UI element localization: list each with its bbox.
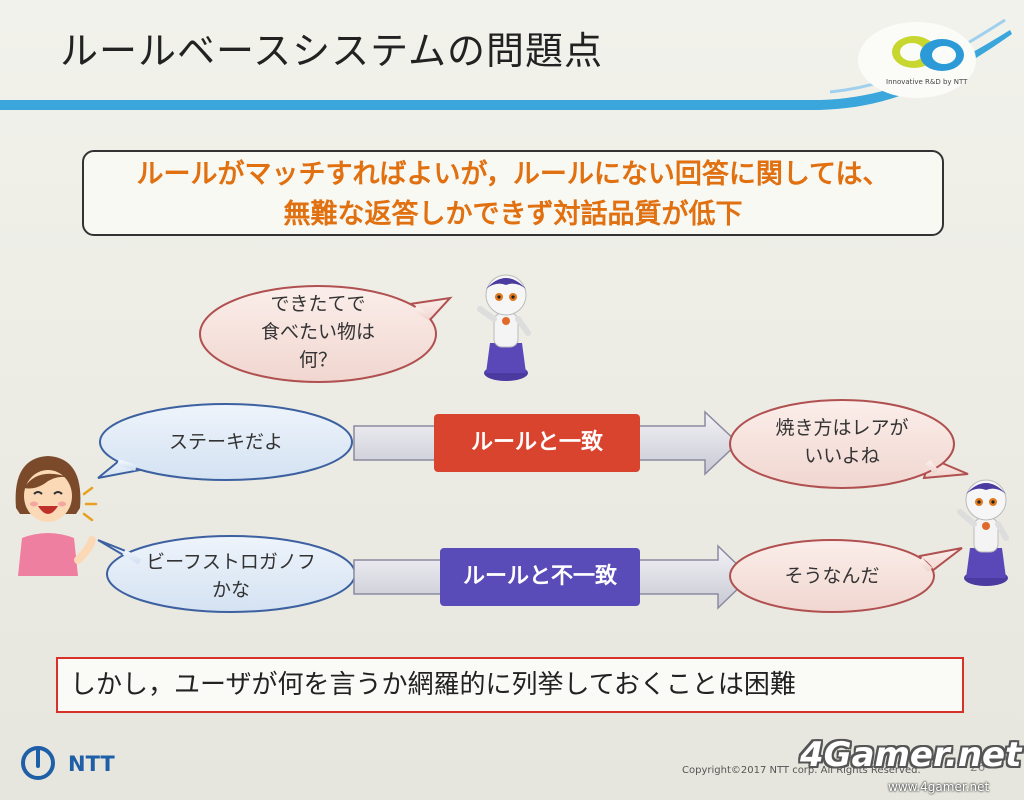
problem-line-2: 無難な返答しかできず対話品質が低下 bbox=[283, 199, 743, 230]
user-answer-1-text: ステーキだよ bbox=[168, 431, 283, 453]
user-answer-2-text: ビーフストロガノフ かな bbox=[140, 548, 322, 604]
user-answer-2-line-1: ビーフストロガノフ bbox=[146, 551, 316, 573]
problem-statement-box: ルールがマッチすればよいが，ルールにない回答に関しては、 無難な返答しかできず対… bbox=[82, 150, 944, 236]
robot-reply-1-line-1: 焼き方はレアが bbox=[775, 417, 909, 439]
user-answer-2-line-2: かな bbox=[211, 579, 250, 601]
rule-match-label: ルールと一致 bbox=[434, 414, 640, 472]
problem-line-1: ルールがマッチすればよいが，ルールにない回答に関しては、 bbox=[136, 159, 890, 190]
robot-question-line-3: 何？ bbox=[298, 349, 337, 371]
ntt-brand-text: NTT bbox=[68, 752, 115, 776]
copyright-text: Copyright©2017 NTT corp. All Rights Rese… bbox=[682, 765, 921, 776]
watermark-logo: 4Gamer.net bbox=[800, 735, 1022, 775]
rule-mismatch-label: ルールと不一致 bbox=[440, 548, 640, 606]
watermark-url: www.4gamer.net bbox=[888, 780, 990, 794]
conclusion-box: しかし，ユーザが何を言うか網羅的に列挙しておくことは困難 bbox=[56, 657, 964, 713]
page-number: 26 bbox=[970, 760, 986, 774]
robot-reply-2-text: そうなんだ bbox=[784, 565, 880, 587]
logo-badge bbox=[858, 22, 976, 98]
robot-question-text: できたてで 食べたい物は 何？ bbox=[240, 290, 396, 374]
slide-title: ルールベースシステムの問題点 bbox=[60, 29, 603, 73]
robot-reply-1-text: 焼き方はレアが いいよね bbox=[760, 414, 924, 470]
logo-caption: Innovative R&D by NTT bbox=[886, 78, 968, 86]
robot-question-line-2: 食べたい物は bbox=[260, 321, 375, 343]
robot-question-line-1: できたてで bbox=[270, 293, 366, 315]
robot-reply-1-line-2: いいよね bbox=[804, 445, 880, 467]
